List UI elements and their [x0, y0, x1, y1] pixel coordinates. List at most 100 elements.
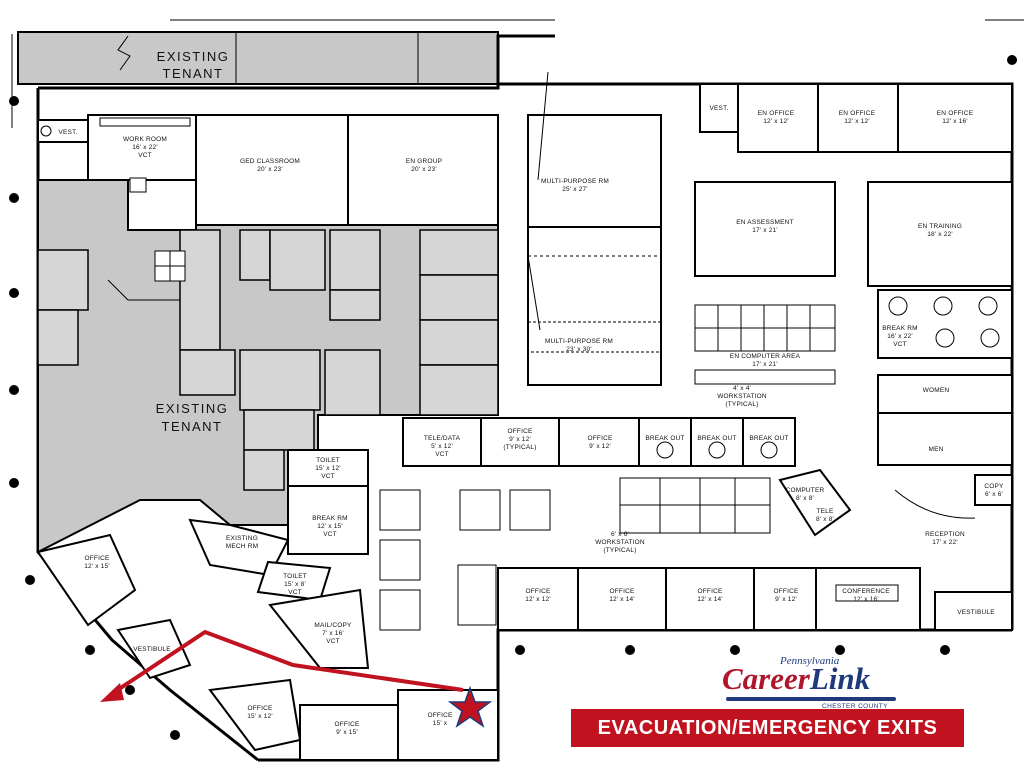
svg-text:VESTIBULE: VESTIBULE — [957, 609, 995, 616]
en-office-1: EN OFFICE 12' x 12' — [737, 83, 819, 153]
svg-text:COPY: COPY — [984, 483, 1004, 490]
existing-tenant-main-area: EXISTING TENANT — [37, 179, 499, 554]
exit-arrowhead — [100, 683, 124, 702]
logo-swoosh — [726, 697, 896, 701]
svg-text:15' x 12': 15' x 12' — [247, 713, 273, 720]
svg-text:16' x 22': 16' x 22' — [132, 144, 158, 151]
en-office-2: EN OFFICE 12' x 12' — [817, 83, 899, 153]
svg-text:MEN: MEN — [928, 446, 943, 453]
svg-text:18' x 22': 18' x 22' — [927, 231, 953, 238]
svg-text:TOILET: TOILET — [316, 457, 340, 464]
svg-text:7' x 16': 7' x 16' — [322, 630, 344, 637]
svg-text:MULTI-PURPOSE RM: MULTI-PURPOSE RM — [541, 178, 609, 185]
workstations-middle: 6' x 6' WORKSTATION (TYPICAL) — [379, 477, 771, 631]
computer-room: COMPUTER 8' x 8' TELE 8' x 8' — [778, 468, 852, 537]
svg-text:15' x 8': 15' x 8' — [284, 581, 306, 588]
break-room-right: BREAK RM 16' x 22' VCT — [877, 289, 1013, 359]
svg-text:9' x 12': 9' x 12' — [509, 436, 531, 443]
svg-text:BREAK OUT: BREAK OUT — [749, 435, 788, 442]
svg-text:12' x 16': 12' x 16' — [853, 596, 879, 603]
existing-tenant-top-label: EXISTING — [157, 49, 230, 64]
svg-text:WOMEN: WOMEN — [923, 387, 950, 394]
svg-text:12' x 14': 12' x 14' — [697, 596, 723, 603]
svg-text:TENANT: TENANT — [162, 419, 223, 434]
copy-room: COPY 6' x 6' — [974, 474, 1013, 506]
svg-text:25' x 27': 25' x 27' — [562, 186, 588, 193]
svg-text:6' x 6': 6' x 6' — [611, 531, 629, 538]
office-bottom-left-2: OFFICE 9' x 15' — [299, 704, 399, 761]
svg-text:OFFICE: OFFICE — [334, 721, 359, 728]
svg-text:4' x 4': 4' x 4' — [733, 385, 751, 392]
svg-text:TENANT: TENANT — [163, 66, 224, 81]
svg-text:17' x 21': 17' x 21' — [752, 227, 778, 234]
svg-text:OFFICE: OFFICE — [84, 555, 109, 562]
existing-mech-room: EXISTING MECH RM — [188, 518, 290, 577]
conference-room: CONFERENCE 12' x 16' — [815, 567, 921, 631]
svg-text:TELE/DATA: TELE/DATA — [424, 435, 461, 442]
svg-text:EN COMPUTER AREA: EN COMPUTER AREA — [730, 353, 801, 360]
svg-text:WORKSTATION: WORKSTATION — [717, 393, 767, 400]
svg-text:17' x 22': 17' x 22' — [932, 539, 958, 546]
toilet-2: TOILET 15' x 8' VCT — [256, 560, 332, 602]
svg-text:EN OFFICE: EN OFFICE — [839, 110, 876, 117]
svg-text:VCT: VCT — [323, 531, 337, 538]
vestibule-right: VESTIBULE — [934, 591, 1013, 631]
svg-text:TELE: TELE — [816, 508, 834, 515]
svg-text:12' x 12': 12' x 12' — [763, 118, 789, 125]
svg-text:12' x 14': 12' x 14' — [609, 596, 635, 603]
break-out-rooms: BREAK OUT BREAK OUT BREAK OUT — [638, 417, 796, 467]
svg-text:OFFICE: OFFICE — [609, 588, 634, 595]
svg-text:OFFICE: OFFICE — [697, 588, 722, 595]
svg-text:WORK ROOM: WORK ROOM — [123, 136, 167, 143]
svg-text:(TYPICAL): (TYPICAL) — [503, 444, 536, 451]
svg-text:12' x 15': 12' x 15' — [84, 563, 110, 570]
svg-text:12' x 15': 12' x 15' — [317, 523, 343, 530]
svg-text:(TYPICAL): (TYPICAL) — [725, 401, 758, 408]
tele-data-room: TELE/DATA 5' x 12' VCT — [402, 417, 482, 467]
men-restroom: MEN — [877, 412, 1013, 466]
svg-text:VCT: VCT — [321, 473, 335, 480]
svg-text:OFFICE: OFFICE — [507, 428, 532, 435]
vestibule-left: VESTIBULE — [116, 618, 192, 680]
en-group: EN GROUP 20' x 23' — [347, 114, 499, 226]
svg-text:VCT: VCT — [435, 451, 449, 458]
svg-text:VCT: VCT — [893, 341, 907, 348]
office-bottom-2: OFFICE 12' x 14' — [577, 567, 667, 631]
svg-text:MECH RM: MECH RM — [226, 543, 258, 550]
svg-text:16' x 22': 16' x 22' — [887, 333, 913, 340]
svg-text:8' x 8': 8' x 8' — [816, 516, 834, 523]
office-bottom-4: OFFICE 9' x 12' — [753, 567, 817, 631]
column-dots — [9, 55, 1017, 740]
exit-route-line — [108, 630, 464, 697]
svg-text:15' x 12': 15' x 12' — [315, 465, 341, 472]
svg-text:CONFERENCE: CONFERENCE — [842, 588, 890, 595]
svg-text:VCT: VCT — [326, 638, 340, 645]
svg-text:EN TRAINING: EN TRAINING — [918, 223, 962, 230]
office-bottom-left-1: OFFICE 15' x 12' — [208, 678, 302, 752]
svg-text:8' x 8': 8' x 8' — [796, 495, 814, 502]
multi-purpose-room-2: MULTI-PURPOSE RM 23' x 30' — [527, 226, 662, 386]
svg-text:17' x 21': 17' x 21' — [752, 361, 778, 368]
women-restroom: WOMEN — [877, 374, 1013, 414]
svg-text:GED CLASSROOM: GED CLASSROOM — [240, 158, 300, 165]
existing-tenant-top-area: EXISTING TENANT — [17, 31, 499, 85]
svg-text:VEST.: VEST. — [709, 105, 728, 112]
svg-text:OFFICE: OFFICE — [773, 588, 798, 595]
en-training: EN TRAINING 18' x 22' — [867, 181, 1013, 287]
svg-text:12' x 12': 12' x 12' — [844, 118, 870, 125]
vest-top: VEST. — [699, 83, 739, 133]
svg-text:VCT: VCT — [138, 152, 152, 159]
svg-text:EXISTING: EXISTING — [226, 535, 258, 542]
svg-text:(TYPICAL): (TYPICAL) — [603, 547, 636, 554]
svg-text:BREAK RM: BREAK RM — [312, 515, 348, 522]
en-office-3: EN OFFICE 12' x 16' — [897, 83, 1013, 153]
office-bottom-1: OFFICE 12' x 12' — [497, 567, 579, 631]
svg-text:OFFICE: OFFICE — [427, 712, 452, 719]
office-sw: OFFICE 12' x 15' — [36, 533, 137, 627]
svg-text:MULTI-PURPOSE RM: MULTI-PURPOSE RM — [545, 338, 613, 345]
svg-text:EN GROUP: EN GROUP — [406, 158, 442, 165]
svg-text:BREAK RM: BREAK RM — [882, 325, 918, 332]
mail-copy-room: MAIL/COPY 7' x 16' VCT — [268, 588, 370, 669]
ged-classroom: GED CLASSROOM 20' x 23' — [195, 114, 349, 226]
